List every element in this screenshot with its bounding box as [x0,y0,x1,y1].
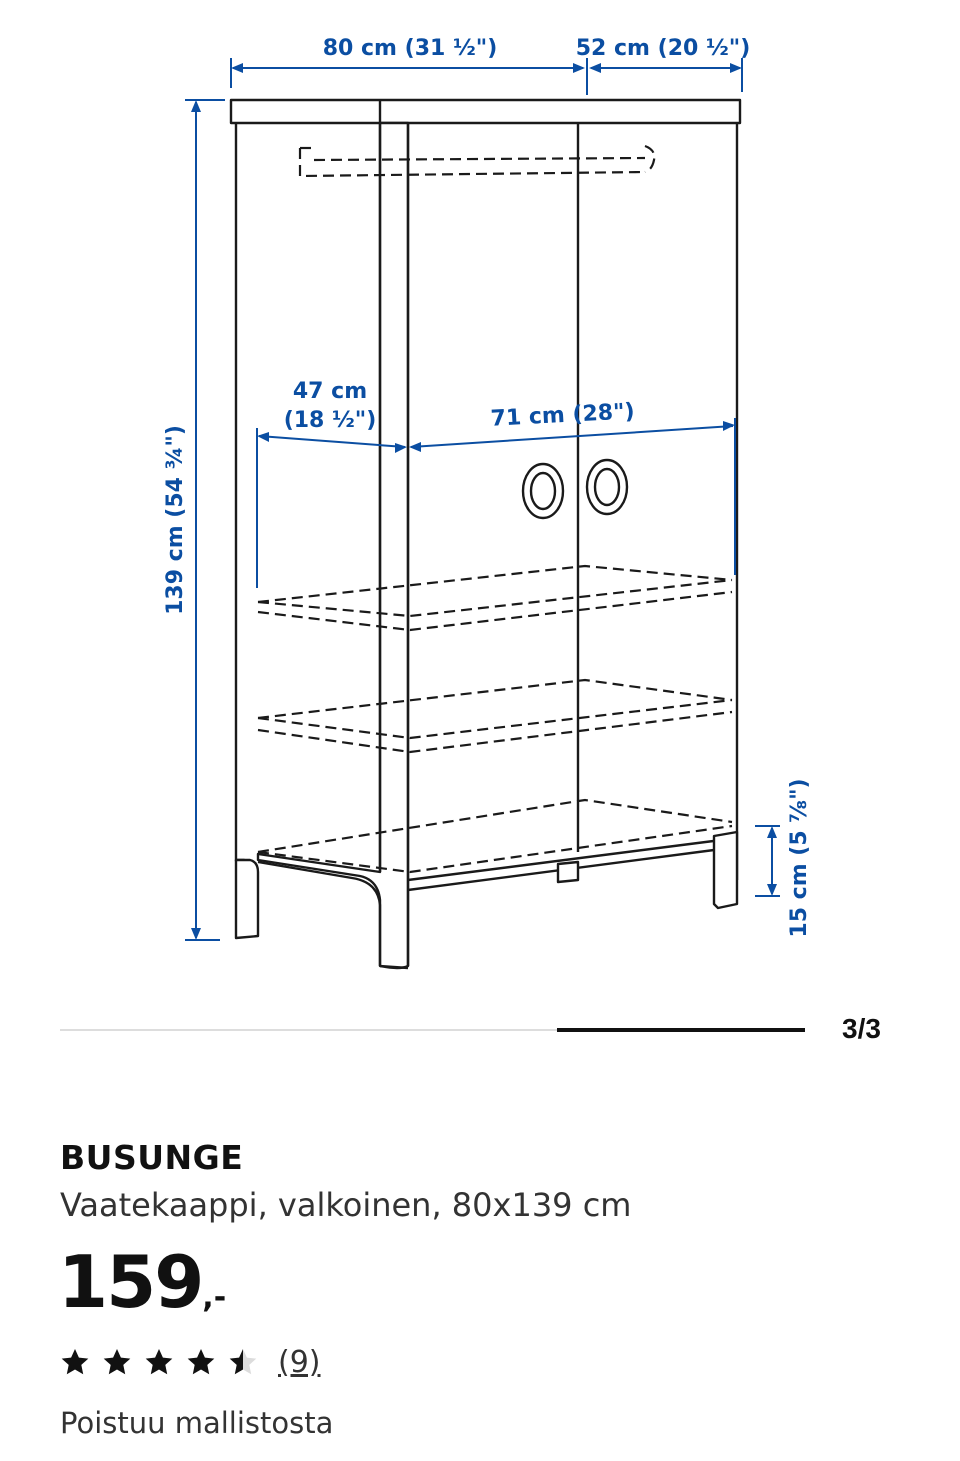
price-main: 159 [58,1240,204,1324]
star-icon [145,1349,173,1375]
carousel-progress-bar[interactable] [60,1028,805,1032]
left-inner-label-line1: 47 cm [293,379,367,404]
star-icon [103,1349,131,1375]
dimension-height: 139 cm (54 ¾") [163,99,225,941]
dimension-leg-height: 15 cm (5 ⅞") [755,778,812,938]
page-counter: 3/3 [842,1013,881,1044]
availability-status: Poistuu mallistosta [60,1406,334,1440]
product-name: BUSUNGE [60,1138,244,1177]
shelf-top [257,564,733,632]
left-inner-label-line2: (18 ½") [284,408,377,433]
wardrobe-drawing [229,98,742,970]
product-image-viewer[interactable]: 80 cm (31 ½") 52 cm (20 ½") 139 cm (54 ¾… [0,0,960,1000]
star-icon [61,1349,89,1375]
product-rating[interactable]: (9) [60,1344,321,1380]
depth-label: 52 cm (20 ½") [576,36,751,61]
width-label: 80 cm (31 ½") [323,36,498,61]
shelf-middle [257,678,733,754]
dimension-right-inner: 71 cm (28") [409,399,736,575]
price-suffix: ,- [202,1280,227,1315]
hanging-rail [298,144,656,178]
star-icon [229,1349,257,1375]
shelf-bottom [257,798,733,874]
height-label: 139 cm (54 ¾") [163,425,188,615]
rating-stars [60,1347,270,1377]
leg-height-label: 15 cm (5 ⅞") [787,778,812,937]
review-count-link[interactable]: (9) [278,1344,321,1380]
door-handle-left [521,462,565,520]
progress-fill [556,1028,805,1032]
door-handle-right [585,458,629,516]
dimension-left-inner: 47 cm (18 ½") [256,379,407,588]
right-inner-label: 71 cm (28") [490,399,635,432]
product-price: 159,- [58,1240,226,1324]
dimension-width: 80 cm (31 ½") 52 cm (20 ½") [230,36,751,95]
wardrobe-dimension-diagram: 80 cm (31 ½") 52 cm (20 ½") 139 cm (54 ¾… [163,36,812,970]
product-description: Vaatekaappi, valkoinen, 80x139 cm [60,1186,632,1224]
progress-track [60,1029,805,1031]
star-icon [187,1349,215,1375]
